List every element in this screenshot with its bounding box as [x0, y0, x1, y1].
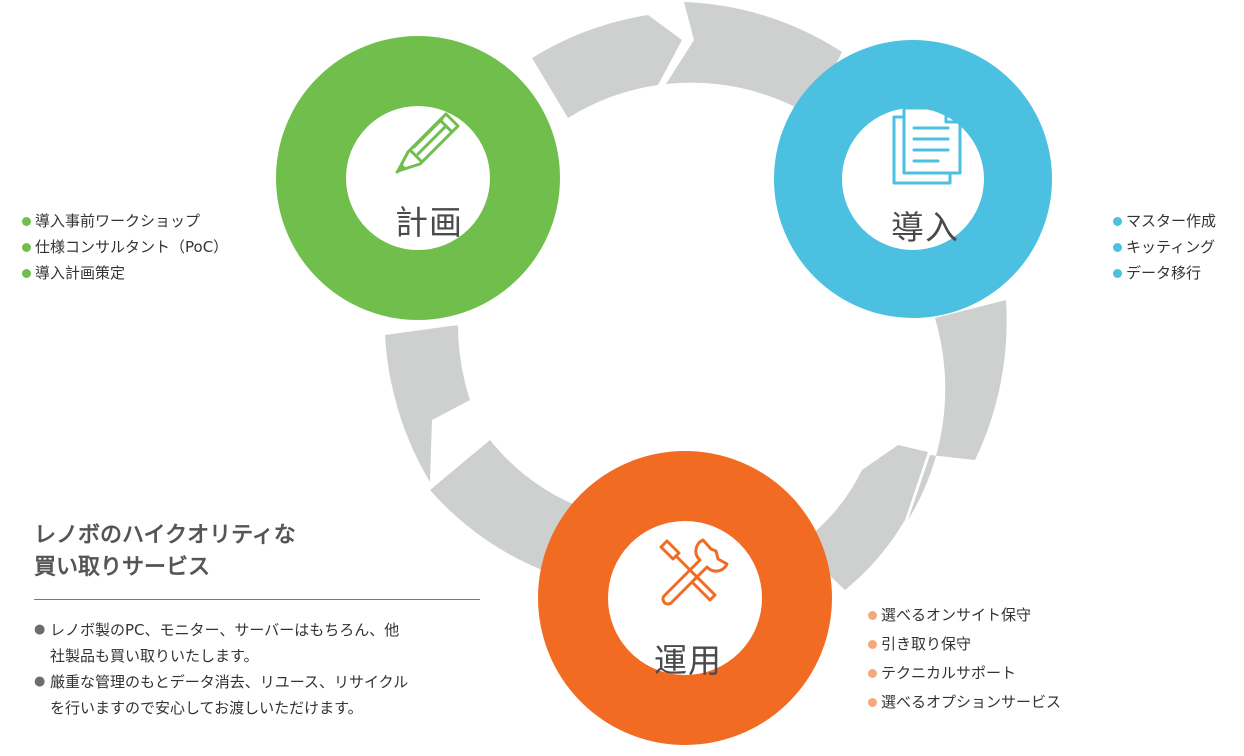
list-item: 導入事前ワークショップ: [22, 208, 228, 234]
list-item: ● レノボ製のPC、モニター、サーバーはもちろん、他 社製品も買い取りいたします…: [34, 617, 408, 669]
arrow-implement-to-operate-head: [798, 445, 928, 590]
list-item-text: キッティング: [1126, 238, 1216, 256]
tools-icon: [659, 538, 729, 606]
operate-items: 選べるオンサイト保守 引き取り保守 テクニカルサポート 選べるオプションサービス: [868, 601, 1061, 717]
list-item: キッティング: [1113, 234, 1216, 260]
bullet-dot: [22, 216, 31, 226]
list-item-line: 社製品も買い取りいたします。: [50, 647, 259, 665]
buyback-items: ● レノボ製のPC、モニター、サーバーはもちろん、他 社製品も買い取りいたします…: [34, 617, 408, 721]
list-item: テクニカルサポート: [868, 659, 1061, 688]
stage-implement-ring: [774, 40, 1052, 318]
arrow-operate-to-plan-head: [385, 325, 470, 482]
stage-plan-label: 計画: [395, 203, 463, 242]
list-item-text: 厳重な管理のもとデータ消去、リユース、リサイクル を行いますので安心してお渡しい…: [50, 669, 408, 721]
list-item-text: 選べるオンサイト保守: [881, 606, 1032, 624]
arrow-plan-to-implement: [532, 15, 682, 118]
list-item-text: 導入事前ワークショップ: [35, 212, 201, 230]
list-item-text: レノボ製のPC、モニター、サーバーはもちろん、他 社製品も買い取りいたします。: [50, 617, 399, 669]
bullet-dot: [868, 669, 877, 678]
plan-items: 導入事前ワークショップ 仕様コンサルタント（PoC） 導入計画策定: [22, 208, 228, 286]
buyback-title: レノボのハイクオリティな 買い取りサービス: [34, 520, 296, 584]
stage-operate-label: 運用: [654, 641, 722, 680]
list-item: データ移行: [1113, 260, 1216, 286]
bullet-dot: [1113, 242, 1122, 252]
arrow-plan-to-implement-head: [666, 2, 842, 115]
buyback-title-line2: 買い取りサービス: [34, 555, 211, 580]
bullet-dot: [868, 611, 877, 620]
list-item-line: を行いますので安心してお渡しいただけます。: [50, 699, 363, 717]
buyback-title-line1: レノボのハイクオリティな: [34, 523, 296, 548]
stage-operate-ring: [538, 451, 832, 745]
list-item-text: データ移行: [1126, 264, 1202, 282]
list-item-line: 厳重な管理のもとデータ消去、リユース、リサイクル: [50, 673, 409, 691]
stage-plan-ring: [276, 36, 560, 320]
bullet-dot: [868, 698, 877, 707]
bullet-dot: ●: [34, 622, 46, 637]
stage-implement-label: 導入: [891, 208, 959, 247]
list-item-text: マスター作成: [1126, 212, 1217, 230]
list-item-text: 仕様コンサルタント（PoC）: [35, 238, 229, 256]
list-item: 導入計画策定: [22, 260, 228, 286]
list-item: マスター作成: [1113, 208, 1216, 234]
document-icon: [892, 106, 962, 185]
implement-items: マスター作成 キッティング データ移行: [1113, 208, 1216, 286]
cycle-arrows: [385, 2, 1007, 590]
bullet-dot: [868, 640, 877, 649]
arrow-operate-to-plan: [430, 440, 575, 575]
list-item-text: 選べるオプションサービス: [881, 693, 1062, 711]
pencil-icon: [395, 112, 460, 174]
bullet-dot: [1113, 216, 1122, 226]
bullet-dot: [1113, 268, 1122, 278]
list-item: ● 厳重な管理のもとデータ消去、リユース、リサイクル を行いますので安心してお渡…: [34, 669, 408, 721]
arrow-implement-to-operate: [908, 300, 1007, 520]
list-item: 選べるオプションサービス: [868, 688, 1061, 717]
bullet-dot: [22, 242, 31, 252]
divider: [34, 599, 480, 600]
list-item: 選べるオンサイト保守: [868, 601, 1061, 630]
bullet-dot: [22, 268, 31, 278]
list-item-text: 引き取り保守: [881, 635, 972, 653]
list-item-line: レノボ製のPC、モニター、サーバーはもちろん、他: [50, 621, 400, 639]
list-item-text: 導入計画策定: [35, 264, 126, 282]
bullet-dot: ●: [34, 674, 46, 689]
list-item-text: テクニカルサポート: [881, 664, 1017, 682]
list-item: 引き取り保守: [868, 630, 1061, 659]
list-item: 仕様コンサルタント（PoC）: [22, 234, 228, 260]
